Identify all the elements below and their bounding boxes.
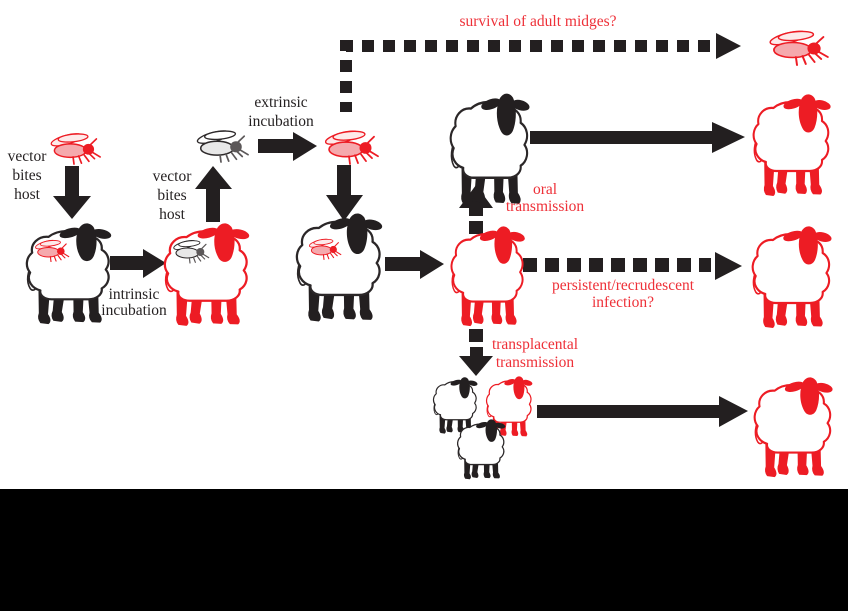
label-vector-bites-host-1: vector bites host — [1, 147, 53, 204]
sheep-icon — [449, 224, 529, 334]
label-line: host — [159, 206, 185, 223]
sheep-host-bitten-2-icon — [294, 211, 387, 330]
midge-on-shoulder-icon — [32, 237, 70, 262]
label-line: incubation — [248, 113, 314, 130]
label-transplacental-transmission: transplacental transmission — [482, 336, 588, 372]
arrow-extrinsic-incubation — [258, 132, 317, 161]
arrow-vector-bites-host-1 — [53, 166, 91, 219]
dashed-arrow-persistent-infection — [523, 252, 742, 280]
midge-on-shoulder-icon — [170, 237, 210, 264]
arrow-oral-recipient-infected — [530, 122, 745, 153]
label-line: host — [14, 186, 40, 203]
caption-redaction-bar — [0, 489, 848, 611]
midge-infected-start-icon — [46, 129, 102, 165]
midge-on-shoulder-icon — [306, 236, 342, 260]
label-vector-bites-host-2: vector bites host — [146, 167, 198, 224]
label-survival-of-adult-midges: survival of adult midges? — [448, 13, 628, 30]
label-line: vector — [152, 168, 192, 185]
sheep-infected-bottom-right-icon — [752, 375, 837, 485]
label-line: transmission — [495, 354, 575, 371]
label-oral-transmission: oral transmission — [498, 181, 592, 215]
label-intrinsic-incubation: intrinsic incubation — [89, 287, 179, 319]
label-line: transplacental — [491, 336, 579, 353]
midge-icon — [764, 26, 830, 66]
midge-surviving-adult-icon — [764, 26, 830, 66]
arrow-sheep-becomes-infected — [385, 250, 444, 279]
label-line: extrinsic — [254, 94, 308, 111]
arrow-infected-midge-bites-sheep — [326, 165, 363, 221]
sheep-infected-top-right-icon — [751, 92, 835, 204]
label-line: oral — [532, 181, 558, 198]
midge-after-extrinsic-incubation-icon — [320, 126, 380, 165]
midge-icon — [192, 126, 250, 163]
label-line: vector — [7, 148, 47, 165]
sheep-icon — [294, 211, 387, 330]
sheep-icon — [750, 224, 836, 336]
label-line: bites — [157, 187, 187, 204]
midge-icon — [46, 129, 102, 165]
label-line: intrinsic — [108, 286, 160, 303]
label-extrinsic-incubation: extrinsic incubation — [236, 93, 326, 131]
label-persistent-recrudescent-infection: persistent/recrudescent infection? — [539, 277, 707, 311]
dashed-arrow-survival-of-adult-midges — [340, 33, 741, 112]
midge-uninfected-icon — [192, 126, 250, 163]
label-line: survival of adult midges? — [459, 13, 617, 30]
label-line: bites — [12, 167, 42, 184]
arrow-lambs-infected — [537, 396, 748, 427]
sheep-icon — [456, 418, 508, 484]
label-line: persistent/recrudescent — [551, 277, 695, 294]
lamb-uninfected-2-icon — [456, 418, 508, 484]
sheep-infected-middle-right-icon — [750, 224, 836, 336]
arrow-intrinsic-incubation — [110, 249, 166, 278]
label-line: transmission — [505, 198, 585, 215]
label-line: infection? — [592, 294, 654, 311]
label-line: incubation — [101, 302, 167, 319]
arrow-vector-bites-host-2 — [195, 166, 232, 222]
sheep-icon — [751, 92, 835, 204]
sheep-icon — [752, 375, 837, 485]
midge-icon — [320, 126, 380, 165]
dashed-arrow-transplacental-transmission — [459, 329, 493, 376]
sheep-infected-central-icon — [449, 224, 529, 334]
